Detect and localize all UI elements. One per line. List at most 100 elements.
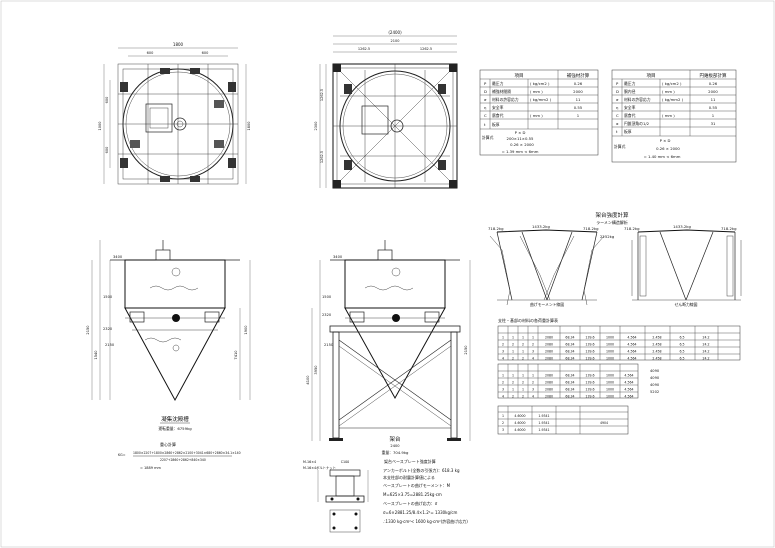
results-cell: 4.564 [627, 336, 636, 340]
table2-sym-3: η [616, 105, 619, 110]
table1-sym-4: C [484, 113, 487, 118]
results-cell: 4.6000 [514, 421, 525, 425]
results-cell: 2 [512, 381, 514, 385]
results-cell: 1000 [606, 343, 614, 347]
table2-value-1: 2000 [708, 89, 718, 94]
table1-value-0: 0.26 [574, 81, 583, 86]
results-cell: 1 [512, 336, 514, 340]
results-cell: 2 [512, 395, 514, 399]
results-cell: 139.6 [585, 381, 594, 385]
results-cell: 1 [522, 388, 524, 392]
results-cell: 1.9341 [538, 428, 549, 432]
table2-unit-1: ( mm ) [662, 89, 675, 94]
results-cell: 139.6 [585, 374, 594, 378]
anchor-calc-line-1: アンカーボルト(全数の引張力)：618.3 kg [383, 467, 460, 473]
tank-right-dim-2: 1500 [322, 295, 332, 299]
table1-value-3: 0.55 [574, 105, 583, 110]
results-table-3 [497, 405, 629, 435]
frame-load-5: 718.2kg [624, 226, 640, 231]
results-cell: 4.564 [624, 381, 633, 385]
tank-right-dim-6: 4100 [306, 375, 310, 385]
frame-caption-right: せん断力線図 [675, 302, 698, 307]
results-cell: 2 [502, 343, 504, 347]
results-cell: 2 [502, 381, 504, 385]
results-cell: 1 [522, 336, 524, 340]
results-cell: 68.34 [565, 388, 574, 392]
table2-header-item: 項目 [647, 73, 656, 79]
dim-plan-left-f: 1800 [247, 122, 251, 131]
results-cell: 2080 [545, 374, 553, 378]
results-cell: 1 [502, 414, 504, 418]
results-cell: 2.458 [652, 343, 661, 347]
table1-unit-4: ( mm ) [530, 113, 543, 118]
table1-label-1: 補強材間隔 [492, 89, 511, 94]
results-cell: 4904 [600, 421, 608, 425]
dim-plan-left-c: 1000 [98, 122, 102, 131]
results-cell: 6.5 [679, 336, 684, 340]
table1-header-value: 補強材計算 [567, 72, 590, 79]
anchor-calc-line-3: ベースプレートの曲げモーメント：M [383, 482, 451, 488]
table1-header-item: 項目 [515, 73, 524, 79]
tank-right-dim-4: 2150 [324, 343, 334, 347]
results-cell: 2 [522, 343, 524, 347]
results-cell: 4.564 [624, 374, 633, 378]
results-cell: 2 [502, 421, 504, 425]
results-cell: 4.564 [627, 350, 636, 354]
tank-left-dim-7: 7410 [234, 350, 238, 360]
frame-load-3: 718.2kg [583, 226, 599, 231]
results-cell: 4 [502, 357, 504, 361]
table1-unit-2: ( kg/mm2 ) [530, 97, 552, 102]
frame-caption-left: 曲げモーメント線図 [530, 302, 564, 307]
results-cell: 68.34 [565, 336, 574, 340]
results-cell: 1000 [606, 395, 614, 399]
results-cell: 24.2 [702, 350, 709, 354]
results-cell: 4.564 [624, 388, 633, 392]
results-cell: 4 [502, 395, 504, 399]
cg-calc-title: 重心計算 [160, 441, 176, 447]
results-cell: 4.564 [627, 357, 636, 361]
dim-plan-right-width: 2100 [391, 39, 400, 43]
results-cell: 24.2 [702, 336, 709, 340]
table2-sym-6: t [616, 129, 618, 134]
plan-view-left: 1800 600 600 1000 600 600 1800 [98, 42, 251, 185]
results-cell: 4.6000 [514, 414, 525, 418]
results-cell: 2080 [545, 381, 553, 385]
results-cell: 2.458 [652, 350, 661, 354]
results-cell: 139.6 [585, 336, 594, 340]
results-cell: 2080 [545, 357, 553, 361]
table1-label-5: 板厚 [492, 122, 500, 127]
results-cell: 1000 [606, 374, 614, 378]
table2-value-4: 1 [712, 113, 715, 118]
tank-left-dim-3: 2320 [103, 327, 113, 331]
cg-calc-kg: KG= [118, 453, 126, 457]
results-cell: 2080 [545, 395, 553, 399]
results-cell: 4 [532, 357, 534, 361]
table2-formula-label: 計算式 [614, 144, 626, 149]
results-cell: 1 [512, 374, 514, 378]
results-cell: 68.34 [565, 350, 574, 354]
results-cell: 1 [532, 374, 534, 378]
results-cell: 1 [512, 388, 514, 392]
results-cell: 139.6 [585, 357, 594, 361]
tank-right-dim-1: 3400 [333, 255, 343, 259]
results-cell: 1 [502, 374, 504, 378]
cone-calc-table: 項目 円錐板部計算 P 最圧力 ( kg/cm2 ) 0.26 D 胴内径 ( … [611, 69, 737, 163]
anchor-calc: 架台ベースプレート強度計算 アンカーボルト(全数の引張力)：618.3 kg 本… [383, 458, 468, 524]
table1-unit-0: ( kg/cm2 ) [530, 81, 550, 86]
results-cell: 139.6 [585, 343, 594, 347]
results-cell: 1 [522, 350, 524, 354]
table1-sym-2: σ [484, 97, 487, 102]
results-cell: 68.34 [565, 343, 574, 347]
results-cell: 6.5 [679, 343, 684, 347]
table1-sym-3: η [484, 105, 487, 110]
results-cell: 4.6000 [514, 428, 525, 432]
dim-plan-left-b: 600 [202, 51, 209, 55]
cg-calc-result: = 1889 mm [140, 466, 161, 470]
tank-left-subtitle: 運転重量：6759kg [158, 426, 192, 431]
table1-formula-2: 200×11×0.55 [507, 136, 534, 141]
results-cell: 3 [502, 428, 504, 432]
anchor-calc-title: 架台ベースプレート強度計算 [384, 458, 436, 464]
